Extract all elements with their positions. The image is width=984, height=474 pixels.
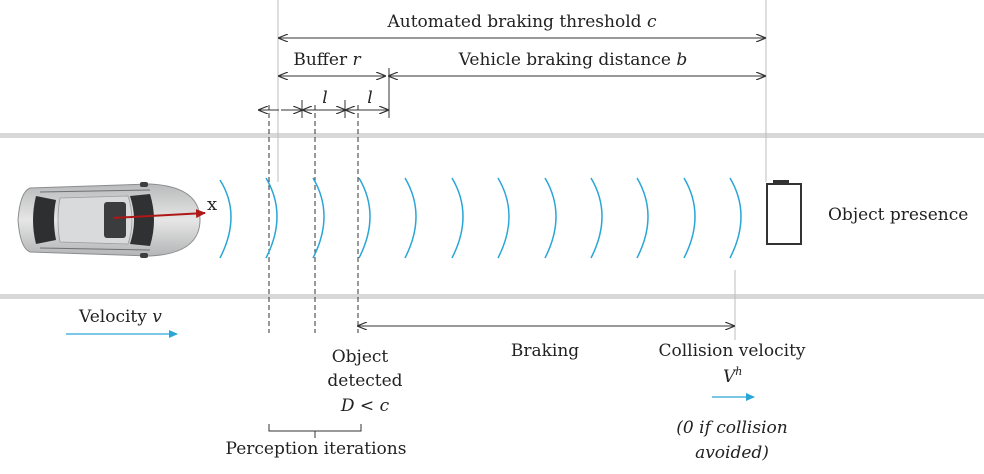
detection-condition: D < c <box>340 396 390 416</box>
car-windshield <box>130 194 154 246</box>
buffer-label: Buffer r <box>293 50 361 70</box>
car-mirror-top <box>140 182 148 187</box>
object-icon <box>766 180 802 245</box>
car-side-top <box>39 189 151 193</box>
road-bottom-edge <box>0 294 984 299</box>
wave-2 <box>265 177 278 259</box>
wave-6 <box>451 177 464 259</box>
wave-1 <box>219 179 232 259</box>
collision-note-1: (0 if collision <box>676 418 787 438</box>
braking-label: Braking <box>511 341 579 361</box>
car-sunroof <box>104 202 126 238</box>
object-detected-label-1: Object <box>332 347 389 367</box>
heading-vector <box>112 208 206 219</box>
sensor-waves <box>219 177 742 259</box>
wave-9 <box>590 177 603 259</box>
object-detected-label-2: detected <box>327 371 402 391</box>
car-side-bottom <box>39 247 151 251</box>
braking-distance-label: Vehicle braking distance b <box>458 50 688 70</box>
car <box>17 182 201 258</box>
road-top-edge <box>0 133 984 138</box>
wave-7 <box>497 177 510 259</box>
car-rear-window <box>33 196 56 244</box>
perception-label: Perception iterations <box>226 439 407 459</box>
car-mirror-bottom <box>140 253 148 258</box>
wave-11 <box>683 177 696 259</box>
collision-velocity-label: Collision velocity <box>658 341 805 361</box>
perception-bracket <box>268 424 362 438</box>
wave-5 <box>404 177 417 259</box>
l-label-1: l <box>322 88 327 108</box>
wave-10 <box>636 177 649 259</box>
wave-8 <box>544 177 557 259</box>
collision-note-2: avoided) <box>695 443 769 463</box>
threshold-label: Automated braking threshold c <box>387 12 657 32</box>
wave-3 <box>312 177 325 259</box>
x-marker-label: x <box>207 194 217 215</box>
velocity-label: Velocity v <box>78 307 162 327</box>
wave-12 <box>729 177 742 259</box>
wave-4 <box>358 177 371 259</box>
l-label-2: l <box>367 88 372 108</box>
object-presence-label: Object presence <box>828 205 968 225</box>
collision-var: Vh <box>723 365 742 387</box>
